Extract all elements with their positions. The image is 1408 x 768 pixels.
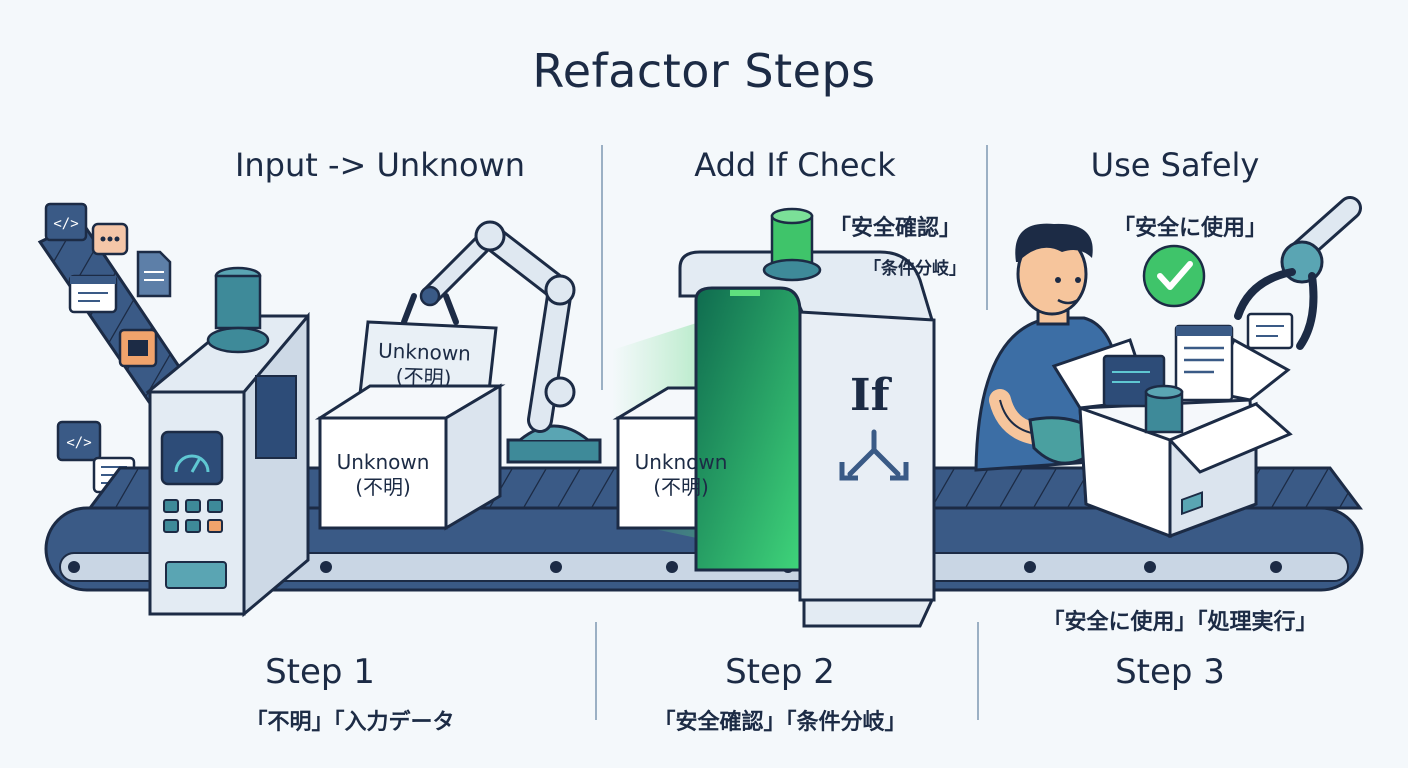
check-icon — [1142, 244, 1206, 308]
step3-caption: 「安全に使用」「処理実行」 — [1042, 610, 1318, 635]
step2-box-label-line2: (不明) — [653, 475, 709, 499]
open-box-step3 — [1051, 324, 1293, 539]
section-dividers — [595, 145, 988, 720]
step3-heading: Use Safely — [1090, 146, 1260, 184]
gauge-icon — [160, 430, 224, 486]
unknown-box-step1 — [314, 383, 506, 531]
step1-caption: 「不明」「入力データ — [245, 710, 455, 735]
tag-label: Unknown (不明) — [355, 338, 493, 393]
step2-note-primary: 「安全確認」 — [828, 216, 961, 241]
diagram-title: Refactor Steps — [532, 44, 876, 98]
step1-box-label-line2: (不明) — [355, 475, 411, 499]
document-icon — [136, 250, 172, 298]
input-machine — [145, 266, 310, 618]
step1-box-label: Unknown (不明) — [320, 450, 446, 500]
if-check-gate — [678, 207, 936, 628]
code-icon: </> — [56, 420, 102, 462]
code-icon: </> — [44, 202, 88, 242]
step1-box-label-line1: Unknown — [336, 450, 430, 474]
step1-heading: Input -> Unknown — [234, 146, 526, 184]
chat-icon — [91, 222, 129, 256]
step2-caption: 「安全確認」「条件分岐」 — [653, 710, 907, 735]
tag-label-line2: (不明) — [395, 364, 452, 390]
gripper-arm-icon — [1234, 196, 1362, 350]
image-icon — [118, 328, 158, 368]
step2-heading: Add If Check — [694, 146, 896, 184]
step2-box-label-line1: Unknown — [634, 450, 728, 474]
step2-number: Step 2 — [725, 652, 835, 692]
robot-arm-icon — [401, 220, 602, 464]
step3-number: Step 3 — [1115, 652, 1225, 692]
branch-arrows-icon — [839, 429, 909, 481]
svg-text:</>: </> — [66, 435, 91, 451]
if-gate-label: If — [850, 370, 890, 421]
step3-note-primary: 「安全に使用」 — [1112, 216, 1267, 241]
list-window-icon — [68, 274, 118, 314]
svg-text:</>: </> — [53, 216, 78, 232]
step2-note-secondary: 「条件分岐」 — [864, 259, 966, 279]
step2-box-label: Unknown (不明) — [618, 450, 744, 500]
step1-number: Step 1 — [265, 652, 375, 692]
